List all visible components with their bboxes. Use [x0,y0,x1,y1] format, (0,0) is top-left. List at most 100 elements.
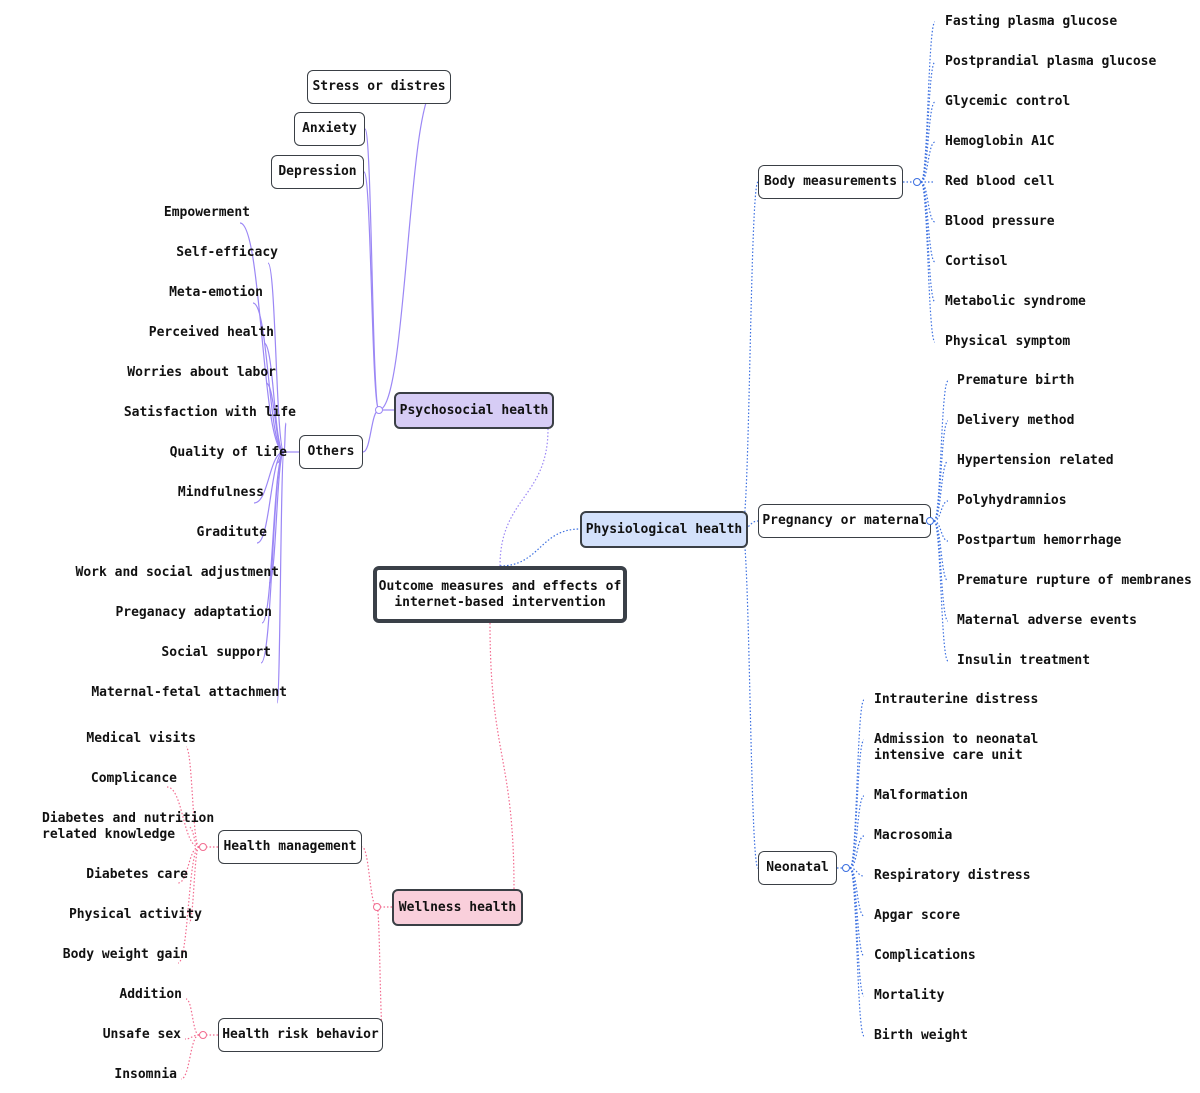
leaf-delivery-method[interactable]: Delivery method [957,413,1075,428]
leaf-postprandial-plasma-glucose[interactable]: Postprandial plasma glucose [945,54,1157,69]
link-body [741,181,759,530]
link-anxiety [364,128,380,411]
link-pregnancy-leaf [933,460,949,522]
leaf-complications[interactable]: Complications [874,948,976,963]
node-others[interactable]: Others [299,435,363,469]
leaf-maternal-adverse-events[interactable]: Maternal adverse events [957,613,1138,628]
node-depression[interactable]: Depression [271,155,364,189]
leaf-physical-activity[interactable]: Physical activity [68,907,202,922]
leaf-work-and-social-adjustment[interactable]: Work and social adjustment [75,565,280,580]
leaf-fasting-plasma-glucose[interactable]: Fasting plasma glucose [945,14,1118,29]
leaf-satisfaction-with-life[interactable]: Satisfaction with life [123,405,296,420]
pregnancy-expand-handle[interactable] [926,517,934,525]
leaf-diabetes-and-nutrition[interactable]: Diabetes and nutrition related knowledge [42,811,215,842]
leaf-quality-of-life[interactable]: Quality of life [169,445,287,460]
link-body-leaf [920,141,936,183]
leaf-hypertension-related[interactable]: Hypertension related [957,453,1114,468]
link-others-leaf [260,451,285,664]
root-node[interactable]: Outcome measures and effects of internet… [373,566,627,623]
leaf-macrosomia[interactable]: Macrosomia [874,828,953,843]
health-risk-expand-handle[interactable] [199,1031,207,1039]
leaf-premature-rupture-of-membranes[interactable]: Premature rupture of membranes [957,573,1192,588]
link-neonatal-leaf [849,867,865,917]
leaf-empowerment[interactable]: Empowerment [163,205,250,220]
link-others-leaf [283,422,287,453]
link-health-management [361,846,378,908]
node-stress-or-distres[interactable]: Stress or distres [307,70,451,104]
leaf-insulin-treatment[interactable]: Insulin treatment [957,653,1091,668]
leaf-hemoglobin-a1c[interactable]: Hemoglobin A1C [945,134,1055,149]
leaf-red-blood-cell[interactable]: Red blood cell [945,174,1055,189]
leaf-mindfulness[interactable]: Mindfulness [177,485,264,500]
leaf-meta-emotion[interactable]: Meta-emotion [169,285,263,300]
branch-wellness-health[interactable]: Wellness health [392,889,523,926]
link-others-leaf [252,302,285,453]
leaf-graditute[interactable]: Graditute [196,525,267,540]
branch-physiological-health[interactable]: Physiological health [580,511,748,548]
link-body-leaf [920,101,936,183]
leaf-maternal-fetal-attachment[interactable]: Maternal-fetal attachment [91,685,287,700]
leaf-respiratory-distress[interactable]: Respiratory distress [874,868,1031,883]
leaf-postpartum-hemorrhage[interactable]: Postpartum hemorrhage [957,533,1122,548]
link-risk-leaf [185,998,200,1036]
link-others [362,409,380,453]
link-others-leaf [265,382,285,453]
leaf-self-efficacy[interactable]: Self-efficacy [176,245,278,260]
leaf-preganacy-adaptation[interactable]: Preganacy adaptation [115,605,272,620]
link-body-leaf [920,21,936,183]
link-others-leaf [253,451,285,504]
branch-psychosocial-health[interactable]: Psychosocial health [394,392,554,429]
leaf-glycemic-control[interactable]: Glycemic control [945,94,1071,109]
leaf-mortality[interactable]: Mortality [874,988,945,1003]
leaf-intrauterine-distress[interactable]: Intrauterine distress [874,692,1039,707]
leaf-insomnia[interactable]: Insomnia [114,1067,177,1082]
link-neonatal [741,528,759,869]
link-others-leaf [267,262,285,453]
link-pregnancy-leaf [933,380,949,522]
leaf-unsafe-sex[interactable]: Unsafe sex [102,1027,181,1042]
leaf-worries-about-labor[interactable]: Worries about labor [127,365,276,380]
link-neonatal-leaf [849,795,865,869]
leaf-addition[interactable]: Addition [119,987,182,1002]
leaf-body-weight-gain[interactable]: Body weight gain [62,947,188,962]
link-depression [363,171,380,411]
node-body-measurements[interactable]: Body measurements [758,165,903,199]
link-risk-leaf [180,1034,200,1080]
leaf-premature-birth[interactable]: Premature birth [957,373,1075,388]
leaf-physical-symptom[interactable]: Physical symptom [945,334,1071,349]
leaf-medical-visits[interactable]: Medical visits [86,731,196,746]
link-body-leaf [920,181,936,223]
node-anxiety[interactable]: Anxiety [294,112,365,146]
leaf-apgar-score[interactable]: Apgar score [874,908,961,923]
leaf-blood-pressure[interactable]: Blood pressure [945,214,1055,229]
node-health-management[interactable]: Health management [218,830,362,864]
leaf-perceived-health[interactable]: Perceived health [148,325,274,340]
neonatal-expand-handle[interactable] [842,864,850,872]
node-health-risk-behavior[interactable]: Health risk behavior [218,1018,383,1052]
link-body-leaf [920,61,936,183]
link-mgmt-leaf [166,786,200,848]
leaf-polyhydramnios[interactable]: Polyhydramnios [957,493,1067,508]
link-pregnancy-leaf [933,520,949,662]
leaf-complicance[interactable]: Complicance [90,771,177,786]
link-neonatal-leaf [849,699,865,869]
link-mgmt-leaf [177,846,200,964]
leaf-social-support[interactable]: Social support [161,645,271,660]
body-measurements-expand-handle[interactable] [913,178,921,186]
health-management-expand-handle[interactable] [199,843,207,851]
link-others-leaf [256,451,285,544]
link-others-leaf [239,222,285,453]
leaf-cortisol[interactable]: Cortisol [945,254,1008,269]
link-body-leaf [920,181,936,263]
leaf-malformation[interactable]: Malformation [874,788,968,803]
wellness-expand-handle[interactable] [373,903,381,911]
leaf-diabetes-care[interactable]: Diabetes care [86,867,188,882]
leaf-metabolic-syndrome[interactable]: Metabolic syndrome [945,294,1086,309]
leaf-birth-weight[interactable]: Birth weight [874,1028,968,1043]
link-mgmt-leaf [188,826,200,848]
leaf-admission-to-neonatal[interactable]: Admission to neonatal intensive care uni… [874,732,1039,763]
node-pregnancy-or-maternal[interactable]: Pregnancy or maternal [758,504,931,538]
psychosocial-expand-handle[interactable] [375,406,383,414]
node-neonatal[interactable]: Neonatal [758,851,837,885]
